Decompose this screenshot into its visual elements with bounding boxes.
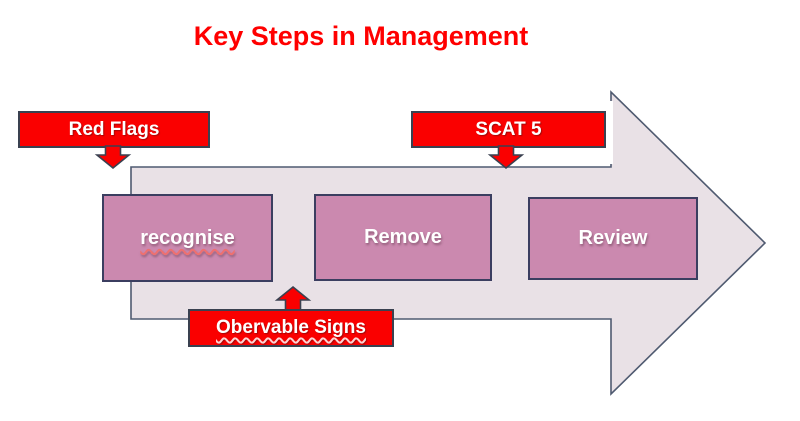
step-label-recognise: recognise [140,226,235,249]
step-box-review: Review [528,197,698,280]
callout-scat5: SCAT 5 [411,111,606,148]
callout-label-red-flags: Red Flags [68,118,160,140]
step-box-recognise: recognise [102,194,273,282]
callout-label-observable-signs: Obervable Signs [216,317,366,338]
up-arrow-icon [274,285,312,311]
callout-label-scat5: SCAT 5 [475,118,542,140]
callout-observable-signs: Obervable Signs [188,309,394,347]
callout-red-flags: Red Flags [18,111,210,148]
step-label-review: Review [578,227,648,249]
down-arrow-icon [487,145,525,170]
slide-title: Key Steps in Management [193,21,529,51]
down-arrow-icon [94,145,132,170]
step-label-remove: Remove [364,226,442,248]
step-box-remove: Remove [314,194,492,281]
